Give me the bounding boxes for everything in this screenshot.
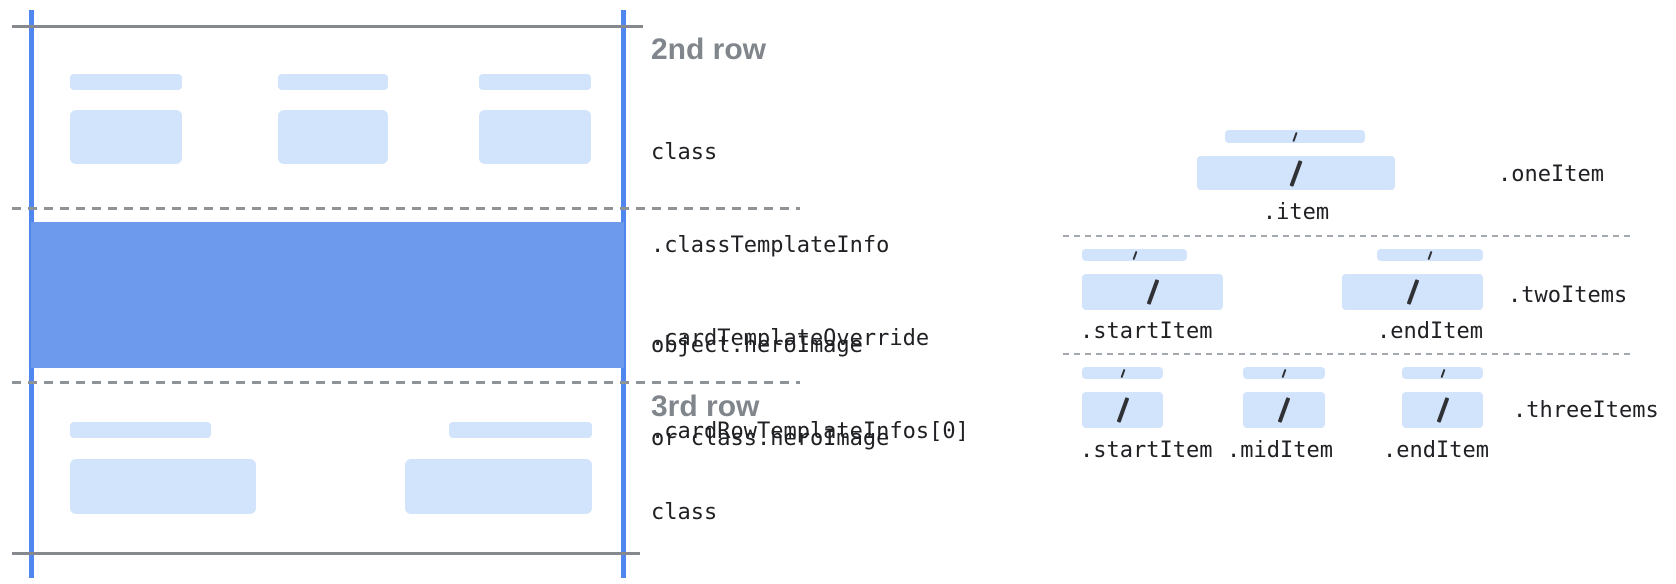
two-items-start-field-label: .startItem	[1080, 319, 1213, 344]
row2-col2-label-placeholder	[278, 74, 388, 90]
row2-hero-dashed-separator	[12, 207, 800, 210]
hero-code-path: object.heroImage or class.heroImage	[651, 268, 889, 516]
row3-start-value-placeholder	[70, 459, 256, 514]
slash-mark-icon	[1116, 397, 1129, 423]
slash-mark-icon	[1292, 131, 1298, 142]
card-bottom-boundary-line	[12, 552, 640, 555]
row2-code-path: class .classTemplateInfo .cardTemplateOv…	[651, 75, 969, 509]
code-line: or class.heroImage	[651, 426, 890, 451]
hero-row3-dashed-separator	[12, 381, 800, 384]
slash-mark-icon	[1406, 279, 1419, 305]
two-items-end-value-bar	[1342, 274, 1483, 310]
two-items-row-label: .twoItems	[1508, 283, 1628, 308]
three-items-end-field-label: .endItem	[1383, 438, 1489, 463]
slash-mark-icon	[1281, 368, 1287, 378]
row3-end-label-placeholder	[449, 422, 592, 438]
two-items-end-field-label: .endItem	[1377, 319, 1483, 344]
three-items-end-label-bar	[1402, 367, 1483, 379]
row3-start-label-placeholder	[70, 422, 211, 438]
row3-end-value-placeholder	[405, 459, 592, 514]
slash-mark-icon	[1427, 250, 1433, 260]
three-items-mid-field-label: .midItem	[1227, 438, 1333, 463]
code-line: .cardTemplateOverride	[651, 326, 930, 351]
row3-heading: 3rd row	[651, 390, 760, 423]
one-item-row-label: .oneItem	[1498, 162, 1604, 187]
three-items-start-value-bar	[1082, 392, 1163, 428]
slash-mark-icon	[1289, 159, 1303, 187]
row2-heading: 2nd row	[651, 33, 767, 66]
three-items-row-label: .threeItems	[1513, 398, 1659, 423]
one-item-label-bar	[1225, 130, 1365, 143]
one-item-value-bar	[1197, 156, 1395, 190]
three-items-end-value-bar	[1402, 392, 1483, 428]
slash-mark-icon	[1277, 397, 1291, 423]
slash-mark-icon	[1146, 279, 1159, 305]
slash-mark-icon	[1120, 368, 1125, 378]
slash-mark-icon	[1440, 368, 1445, 378]
hero-image-band	[31, 222, 624, 368]
one-two-dashed-separator	[1063, 235, 1630, 237]
row2-col3-label-placeholder	[479, 74, 591, 90]
row2-col1-label-placeholder	[70, 74, 182, 90]
two-three-dashed-separator	[1063, 353, 1630, 355]
row3-code-path: class .classTemplateInfo .cardTemplateOv…	[651, 435, 969, 584]
code-line: .classTemplateInfo	[651, 233, 890, 258]
code-line: class	[651, 500, 718, 525]
two-items-end-label-bar	[1377, 249, 1483, 261]
three-items-mid-label-bar	[1243, 367, 1325, 379]
row2-col2-value-placeholder	[278, 110, 388, 164]
card-top-boundary-line	[12, 25, 643, 28]
code-line: object.heroImage	[651, 333, 863, 358]
two-items-start-label-bar	[1082, 249, 1187, 261]
three-items-start-field-label: .startItem	[1080, 438, 1213, 463]
slash-mark-icon	[1132, 250, 1137, 260]
code-line: .cardRowTemplateInfos[0]	[651, 419, 969, 444]
row2-col3-value-placeholder	[479, 110, 591, 164]
row2-col1-value-placeholder	[70, 110, 182, 164]
item-field-label: .item	[1262, 200, 1330, 225]
slash-mark-icon	[1436, 397, 1449, 423]
code-line: class	[651, 140, 718, 165]
two-items-start-value-bar	[1082, 274, 1223, 310]
three-items-mid-value-bar	[1243, 392, 1325, 428]
three-items-start-label-bar	[1082, 367, 1163, 379]
